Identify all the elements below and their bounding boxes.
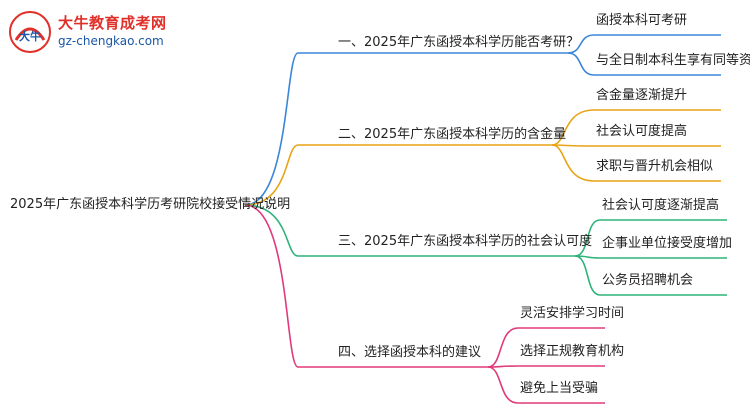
branch-2-connector [244, 144, 552, 206]
branch-1-child-2: 与全日制本科生享有同等资格 [596, 53, 750, 68]
branch-2-label: 二、2025年广东函授本科学历的含金量 [338, 127, 567, 142]
site-logo[interactable]: 大牛 大牛教育成考网 gz-chengkao.com [8, 10, 178, 54]
branch-4-child-3: 避免上当受骗 [520, 381, 599, 396]
branch-1-label: 一、2025年广东函授本科学历能否考研？ [338, 35, 580, 50]
branch-2-child-1-connector [551, 109, 721, 146]
branch-1-connector [244, 52, 568, 206]
branch-2-child-1: 含金量逐渐提升 [596, 88, 688, 103]
branch-1-child-1: 函授本科可考研 [596, 13, 688, 28]
branch-3-child-2-connector [574, 255, 727, 259]
branch-2-child-3-connector [551, 144, 721, 182]
branch-3-child-2: 企事业单位接受度增加 [602, 236, 733, 251]
branch-1-child-1-connector [567, 34, 721, 54]
branch-4-child-1: 灵活安排学习时间 [520, 306, 625, 321]
branch-4-connector [244, 204, 488, 368]
branch-4-child-2-connector [487, 365, 605, 368]
branch-4-child-2: 选择正规教育机构 [520, 344, 625, 359]
root-topic: 2025年广东函授本科学历考研院校接受情况说明 [10, 197, 291, 212]
logo-url: gz-chengkao.com [58, 34, 164, 48]
branch-1-child-2-connector [567, 52, 721, 76]
branch-2-child-2: 社会认可度提高 [596, 124, 688, 139]
branch-3-child-3: 公务员招聘机会 [602, 273, 694, 288]
branch-4-label: 四、选择函授本科的建议 [338, 345, 482, 360]
logo-mark-icon: 大牛 [9, 11, 51, 53]
branch-3-child-3-connector [574, 255, 727, 296]
branch-4-child-1-connector [487, 327, 605, 368]
branch-4-child-3-connector [487, 366, 605, 404]
logo-title: 大牛教育成考网 [58, 14, 167, 32]
logo-mark-text: 大牛 [19, 29, 41, 43]
branch-3-child-1-connector [574, 219, 727, 257]
branch-2-child-2-connector [551, 144, 721, 147]
branch-2-child-3: 求职与晋升机会相似 [596, 159, 714, 174]
branch-3-connector [244, 204, 575, 257]
branch-3-label: 三、2025年广东函授本科学历的社会认可度 [338, 234, 593, 249]
branch-3-child-1: 社会认可度逐渐提高 [602, 198, 720, 213]
